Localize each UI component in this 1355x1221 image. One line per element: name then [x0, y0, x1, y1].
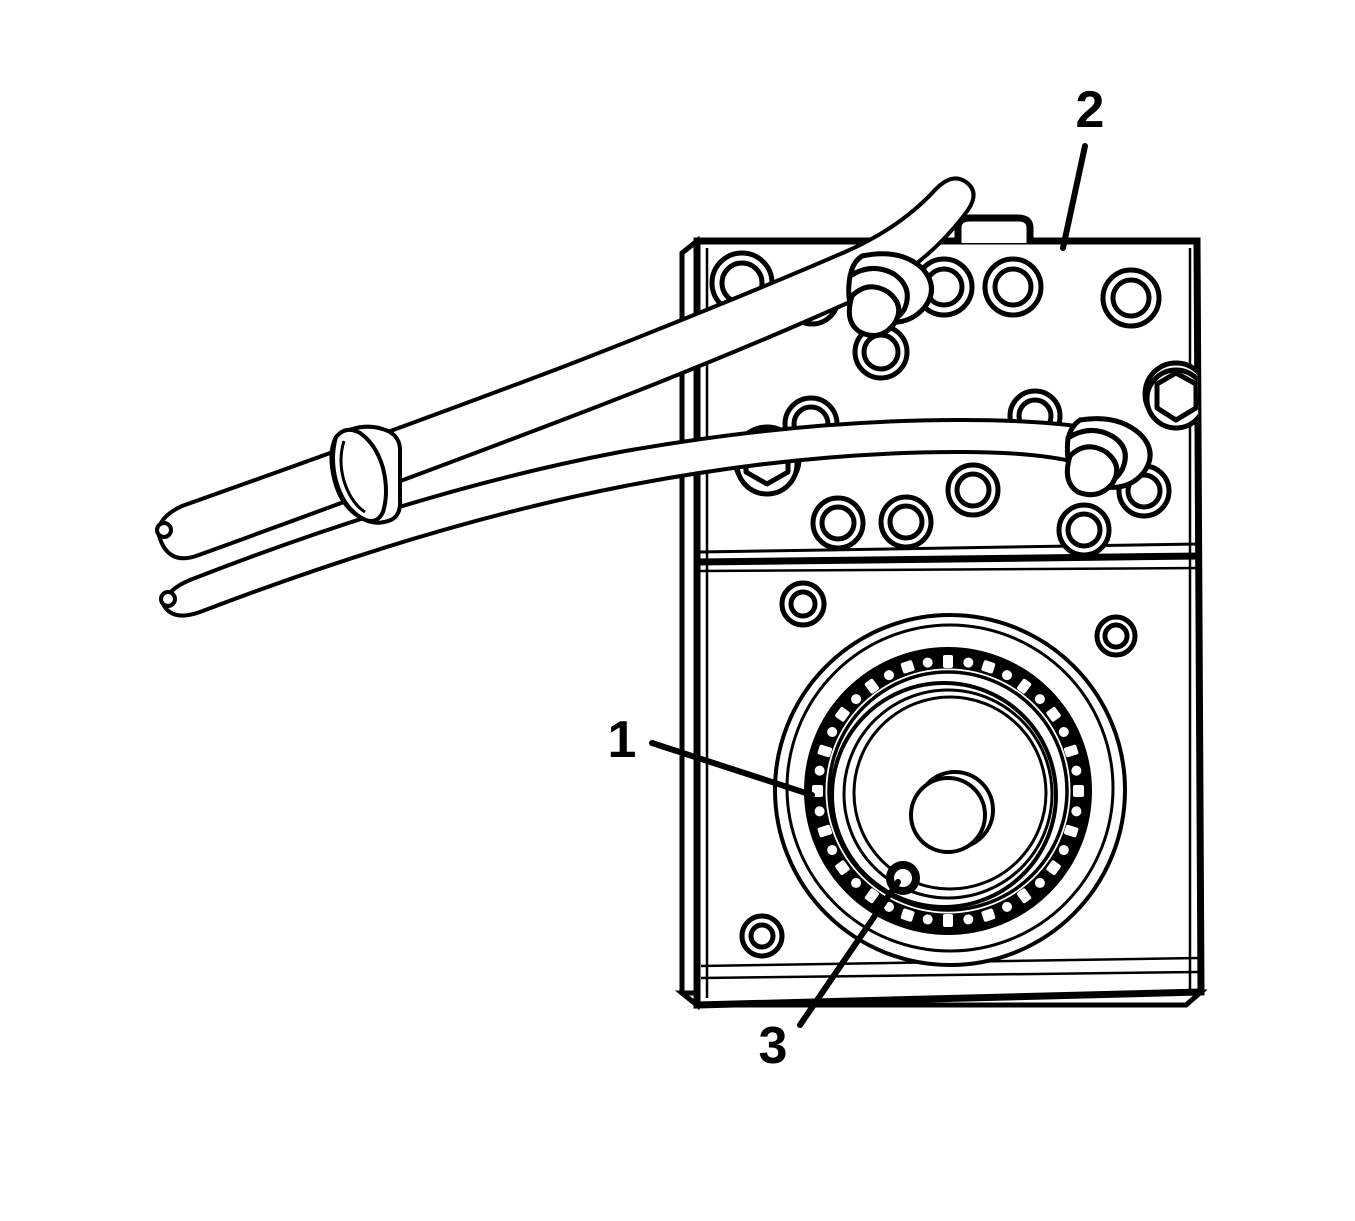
top-mounting-lug: [954, 214, 1034, 243]
callout-3-leader: [797, 879, 901, 1028]
brake-line-pair: [155, 176, 1153, 618]
callout-3: 3: [759, 879, 901, 1075]
sensor-encoder-ring: [805, 648, 1091, 934]
port-hole: [1056, 502, 1112, 558]
hose-end-bore: [159, 590, 177, 608]
callout-1-leader: [649, 740, 815, 798]
port-hole: [982, 256, 1044, 318]
callout-1: 1: [608, 711, 815, 798]
port-hole: [1100, 267, 1162, 329]
callout-3-label: 3: [759, 1017, 788, 1075]
bolt-hole: [779, 580, 827, 628]
unit-seam-line: [698, 542, 1201, 573]
hose-fitting-upper: [846, 251, 934, 339]
port-hole: [878, 494, 934, 550]
callout-2-label: 2: [1076, 81, 1105, 139]
port-hole: [945, 462, 1001, 518]
hose-fitting-lower: [1064, 416, 1153, 498]
hose-retaining-clip: [329, 424, 403, 525]
center-shaft-bore: [909, 770, 995, 854]
callout-2-leader: [1060, 143, 1088, 251]
hex-socket-plug: [1142, 360, 1200, 431]
port-hole: [810, 495, 866, 551]
encoder-ring-teeth: [812, 655, 1084, 927]
callout-1-label: 1: [608, 711, 637, 769]
hose-end-bore: [155, 521, 173, 539]
bolt-hole: [739, 913, 785, 959]
callout-2: 2: [1060, 81, 1105, 251]
bolt-hole: [1094, 614, 1138, 658]
lower-housing-group: [739, 580, 1138, 967]
